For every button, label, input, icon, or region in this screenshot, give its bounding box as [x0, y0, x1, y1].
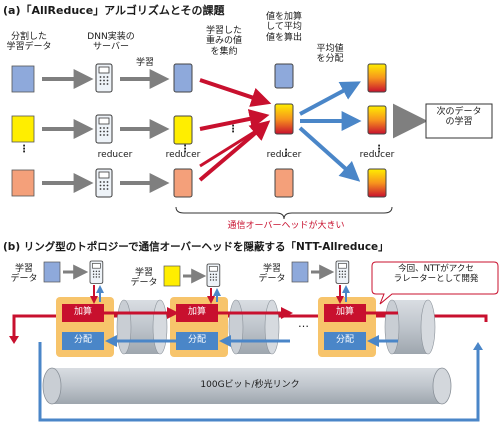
add-label: 加算: [73, 307, 92, 317]
reducer-block-blue: [173, 63, 193, 93]
ntt-callout: 今回、NTTがアクセ ラレーターとして開発: [393, 264, 479, 284]
aggregate-arrow: [199, 123, 268, 168]
ring-bottom-line: [38, 342, 480, 422]
add-label: 加算: [187, 307, 206, 317]
next-learning-box: [425, 103, 493, 139]
distribute-label: 分配: [335, 335, 354, 345]
cylinder-link-end: [42, 367, 62, 405]
reducer-label: reducer: [359, 150, 395, 160]
reducer-block-blue: [274, 63, 294, 89]
server-icon: [95, 63, 113, 93]
cylinder-link-end: [432, 367, 452, 405]
distribute-box: [62, 332, 104, 350]
add-box: [324, 304, 366, 322]
result-block: [367, 105, 387, 135]
distribute-arrow: [299, 81, 361, 116]
aggregate-arrow: [199, 109, 270, 131]
ring-dots: …: [298, 317, 309, 330]
vertical-dots: ⋮: [374, 144, 384, 155]
aggregate-arrow: [199, 78, 272, 107]
reducer-block-sum: [274, 103, 294, 135]
label-learn: 学習: [135, 58, 154, 68]
label-dnn-server: DNN実装の サーバー: [87, 32, 135, 53]
vertical-dots: ⋮: [180, 144, 190, 155]
ring-arrowhead: [473, 342, 483, 350]
cylinder-segment: [116, 299, 168, 355]
label-learn-data: 学習 データ: [10, 264, 38, 285]
section-b-title: (b) リング型のトポロジーで通信オーバーヘッドを隠蔽する「NTT-Allred…: [3, 241, 389, 253]
server-icon: [95, 168, 113, 198]
vertical-dots: ⋮: [228, 124, 238, 135]
distribute-label: 分配: [187, 335, 206, 345]
reducer-label: reducer: [97, 150, 133, 160]
cylinder-segment: [384, 299, 436, 355]
add-label: 加算: [335, 307, 354, 317]
ntt-callout-box: [371, 261, 499, 305]
distribute-label: 分配: [73, 335, 92, 345]
ring-arrowhead: [9, 336, 19, 344]
server-icon: [89, 260, 104, 284]
data-block-orange: [11, 169, 35, 197]
label-aggregate: 学習した 重みの値 を集約: [205, 26, 242, 57]
data-block-blue: [291, 261, 309, 283]
reducer-label: reducer: [165, 150, 201, 160]
section-a-title: (a)「AllReduce」アルゴリズムとその課題: [3, 4, 225, 17]
reducer-block-yellow: [173, 115, 193, 145]
result-block: [367, 63, 387, 93]
vertical-dots: ⋮: [281, 148, 291, 159]
reducer-label: reducer: [266, 150, 302, 160]
add-box: [176, 304, 218, 322]
data-block-yellow: [11, 115, 35, 143]
overhead-brace: [175, 206, 393, 220]
cylinder-segment: [228, 299, 280, 355]
reducer-block-orange: [173, 168, 193, 198]
distribute-arrow: [298, 126, 361, 182]
label-split-data: 分割した 学習データ: [6, 32, 52, 53]
distribute-box: [324, 332, 366, 350]
reducer-block-orange: [274, 168, 294, 198]
data-block-blue: [43, 261, 61, 283]
link-label: 100Gビット/秒光リンク: [200, 380, 300, 390]
label-compute-avg: 値を加算 して平均 値を算出: [265, 12, 302, 43]
label-learn-data: 学習 データ: [130, 268, 158, 289]
add-box: [62, 304, 104, 322]
data-block-yellow: [163, 265, 181, 287]
cylinder-link: [52, 368, 442, 404]
next-learning-label: 次のデータ の学習: [436, 107, 482, 128]
vertical-dots: ⋮: [19, 144, 29, 155]
overhead-note: 通信オーバーヘッドが大きい: [227, 221, 345, 231]
label-learn-data: 学習 データ: [258, 264, 286, 285]
server-icon: [335, 260, 350, 284]
server-icon: [95, 114, 113, 144]
label-distribute-avg: 平均値 を分配: [316, 44, 344, 65]
distribute-box: [176, 332, 218, 350]
result-block: [367, 168, 387, 198]
server-icon: [206, 263, 221, 287]
data-block-blue: [11, 65, 35, 93]
